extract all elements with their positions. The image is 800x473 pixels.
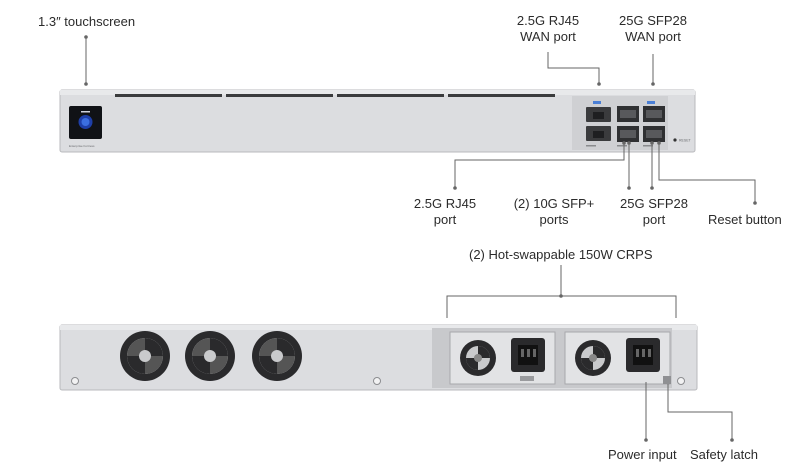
- model-text: Enterprise Fortress: [69, 144, 95, 148]
- wan-sfp28-label: 25G SFP28 WAN port: [619, 13, 687, 44]
- psu-1[interactable]: [449, 331, 556, 385]
- safety-latch[interactable]: [663, 376, 671, 384]
- reset-label: Reset button: [708, 212, 782, 227]
- reset-text: RESET: [679, 139, 692, 143]
- sfp-plus-label: (2) 10G SFP+ ports: [513, 196, 595, 227]
- power-input-icon[interactable]: [626, 338, 660, 372]
- fan-1: [120, 331, 170, 381]
- vent-slot: [226, 94, 333, 97]
- power-input-icon[interactable]: [511, 338, 545, 372]
- wan-rj45-label: 2.5G RJ45 WAN port: [516, 13, 580, 44]
- vent-slot: [337, 94, 444, 97]
- power-input-label: Power input: [608, 447, 677, 462]
- screw-icon: [71, 377, 79, 385]
- fan-3: [252, 331, 302, 381]
- psu-label: (2) Hot-swappable 150W CRPS: [469, 247, 653, 262]
- touchscreen-label: 1.3″ touchscreen: [38, 14, 136, 29]
- safety-latch-label: Safety latch: [690, 447, 758, 462]
- fan-2: [185, 331, 235, 381]
- screw-icon: [677, 377, 685, 385]
- psu-2[interactable]: [564, 331, 671, 385]
- lan-rj45-label: 2.5G RJ45 port: [413, 196, 477, 227]
- screw-icon: [373, 377, 381, 385]
- vent-slot: [115, 94, 222, 97]
- lan-sfp28-label: 25G SFP28 port: [620, 196, 688, 227]
- reset-button[interactable]: [673, 138, 677, 142]
- vent-slot: [448, 94, 555, 97]
